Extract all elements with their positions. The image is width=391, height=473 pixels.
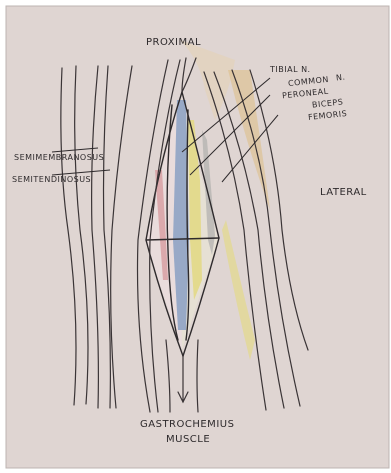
label-semitendinosus: SEMITENDINOSUS xyxy=(12,176,91,184)
label-n: N. xyxy=(336,74,346,83)
label-semimembranosus: SEMIMEMBRANOSUS xyxy=(14,154,104,162)
label-muscle: MUSCLE xyxy=(166,435,210,445)
label-gastrochemius: GASTROCHEMIUS xyxy=(140,420,234,430)
label-lateral: LATERAL xyxy=(320,188,367,198)
label-tibial-n: TIBIAL N. xyxy=(270,66,311,74)
label-proximal: PROXIMAL xyxy=(146,38,201,48)
